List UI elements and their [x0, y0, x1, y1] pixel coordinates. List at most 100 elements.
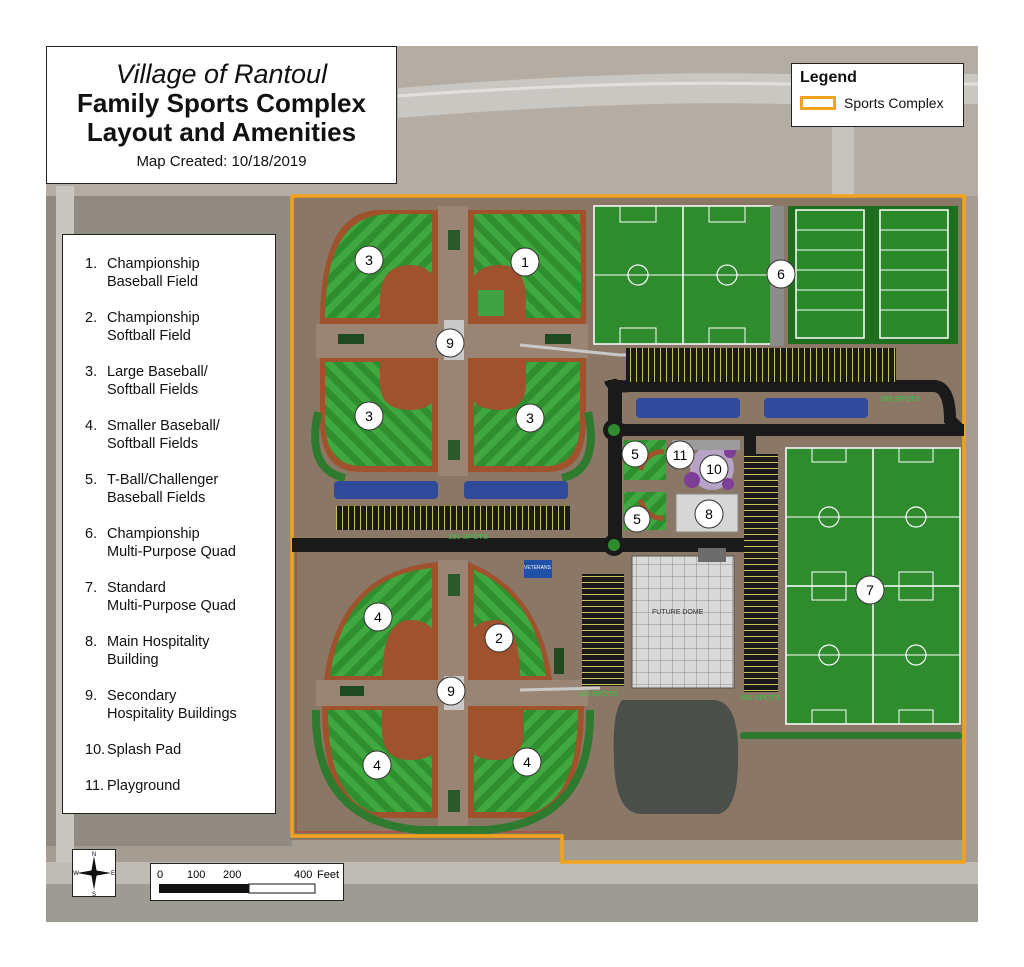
amenity-number: 5.: [85, 472, 98, 488]
marker-11: 11: [665, 440, 695, 470]
scale-tick-0: 0: [157, 869, 163, 881]
marker-4a: 4: [363, 602, 393, 632]
amenity-label: Splash Pad: [107, 742, 182, 758]
parking-130: [336, 506, 570, 530]
svg-text:8: 8: [705, 506, 713, 522]
marker-5a: 5: [621, 440, 649, 468]
amenity-item: 10.Splash Pad: [85, 741, 275, 759]
amenity-number: 8.: [85, 634, 98, 650]
amenity-label: Smaller Baseball/ Softball Fields: [107, 418, 220, 452]
amenity-number: 1.: [85, 256, 98, 272]
title-line-3: Layout and Amenities: [86, 117, 357, 147]
amenity-label: Championship Multi-Purpose Quad: [107, 526, 236, 560]
amenity-item: 2. Championship Softball Field: [85, 309, 275, 345]
amenity-label: Championship Baseball Field: [107, 256, 200, 290]
marker-7: 7: [855, 575, 885, 605]
amenity-number: 10.: [85, 742, 106, 758]
north-arrow-icon: N S E W: [73, 852, 115, 898]
amenity-list: 1. Championship Baseball Field 2. Champions…: [62, 234, 276, 814]
future-dome: [631, 555, 735, 689]
marker-3b: 3: [354, 401, 384, 431]
championship-quad: [593, 205, 958, 346]
marker-3a: 3: [354, 245, 384, 275]
pond: [613, 700, 739, 814]
amenity-number: 4.: [85, 418, 98, 434]
svg-text:4: 4: [523, 754, 531, 770]
svg-text:1: 1: [521, 254, 529, 270]
amenity-item: 8. Main Hospitality Building: [85, 633, 275, 669]
map-markers: 1 3 3 3 9 9 4 2 4 4 5 5 11 10 8 6 7: [354, 245, 885, 780]
svg-text:3: 3: [526, 410, 534, 426]
svg-text:10: 10: [706, 461, 722, 477]
parking-label-262: 262 SPOTS: [740, 693, 780, 702]
marker-9a: 9: [435, 328, 465, 358]
amenity-label: Playground: [107, 778, 181, 794]
amenity-label: Large Baseball/ Softball Fields: [107, 364, 208, 398]
future-dome-label: FUTURE DOME: [652, 609, 704, 616]
amenity-item: 7. Standard Multi-Purpose Quad: [85, 579, 275, 615]
amenity-item: 9. Secondary Hospitality Buildings: [85, 687, 275, 723]
amenity-item: 4. Smaller Baseball/ Softball Fields: [85, 417, 275, 453]
veterans-label: VETERANS: [524, 565, 552, 571]
amenity-label: T-Ball/Challenger Baseball Fields: [107, 472, 219, 506]
marker-1: 1: [510, 247, 540, 277]
amenity-number: 3.: [85, 364, 98, 380]
title-line-1: Village of Rantoul: [115, 59, 328, 89]
svg-text:2: 2: [495, 630, 503, 646]
svg-text:S: S: [92, 892, 96, 896]
svg-text:5: 5: [633, 511, 641, 527]
parking-116: [582, 574, 624, 686]
marker-3c: 3: [515, 403, 545, 433]
marker-5b: 5: [623, 505, 651, 533]
amenity-number: 6.: [85, 526, 98, 542]
amenity-item: 1. Championship Baseball Field: [85, 255, 275, 291]
amenity-label: Secondary Hospitality Buildings: [107, 688, 237, 722]
svg-text:6: 6: [777, 266, 785, 282]
svg-text:11: 11: [673, 447, 688, 463]
parking-label-286: 286 SPOTS: [880, 394, 920, 403]
amenity-label: Main Hospitality Building: [107, 634, 210, 668]
marker-6: 6: [766, 259, 796, 289]
compass-rose: N S E W: [72, 849, 116, 898]
marker-4c: 4: [512, 747, 542, 777]
scale-unit: Feet: [317, 869, 339, 881]
svg-text:W: W: [73, 871, 79, 877]
sports-complex-boundary: [290, 194, 966, 864]
parking-286: [626, 348, 896, 382]
legend-label: Sports Complex: [844, 95, 944, 111]
amenity-label: Championship Softball Field: [107, 310, 200, 344]
svg-text:3: 3: [365, 252, 373, 268]
svg-text:E: E: [111, 871, 115, 877]
marker-10: 10: [699, 454, 729, 484]
svg-text:3: 3: [365, 408, 373, 424]
amenity-item: 3. Large Baseball/ Softball Fields: [85, 363, 275, 399]
detention-basin: [334, 481, 438, 499]
marker-8: 8: [694, 499, 724, 529]
svg-text:4: 4: [374, 609, 382, 625]
parking-label-130: 130 SPOTS: [448, 532, 488, 541]
amenity-number: 2.: [85, 310, 98, 326]
scale-tick-400: 400: [294, 869, 312, 881]
svg-text:7: 7: [866, 582, 874, 598]
amenity-item: 6. Championship Multi-Purpose Quad: [85, 525, 275, 561]
amenity-item: 5. T-Ball/Challenger Baseball Fields: [85, 471, 275, 507]
scale-tick-100: 100: [187, 869, 205, 881]
svg-text:4: 4: [373, 757, 381, 773]
veterans-memorial: [524, 560, 552, 578]
amenity-number: 11.: [85, 778, 105, 794]
marker-2: 2: [484, 623, 514, 653]
parking-label-116: 116 SPOTS: [578, 689, 617, 698]
legend-box: Legend Sports Complex: [791, 63, 964, 127]
amenity-item: 11.Playground: [85, 777, 275, 795]
amenity-label: Standard Multi-Purpose Quad: [107, 580, 236, 614]
legend-title: Legend: [800, 69, 857, 86]
scale-bar: 0 100 200 400 Feet: [150, 863, 344, 901]
title-line-2: Family Sports Complex: [77, 88, 366, 118]
scale-tick-200: 200: [223, 869, 241, 881]
svg-text:N: N: [92, 852, 96, 858]
access-road: [292, 538, 752, 552]
amenity-number: 9.: [85, 688, 98, 704]
amenity-number: 7.: [85, 580, 98, 596]
marker-9b: 9: [436, 676, 466, 706]
map-title-box: Village of Rantoul Family Sports Complex…: [46, 46, 397, 184]
